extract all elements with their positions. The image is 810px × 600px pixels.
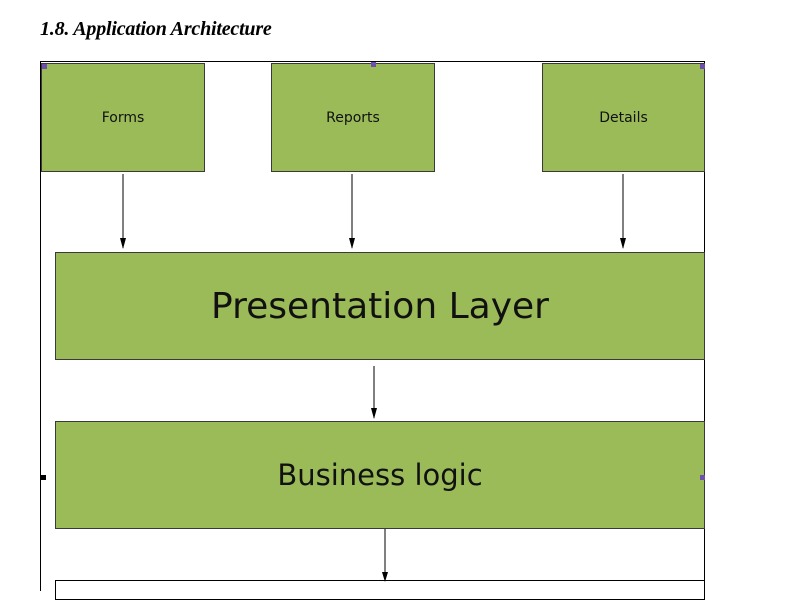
reports-label: Reports	[326, 109, 380, 126]
details-box[interactable]: Details	[542, 63, 705, 172]
arrowhead-presentation	[371, 408, 377, 419]
selection-handle-left-middle[interactable]	[41, 475, 46, 480]
selection-handle-right-middle[interactable]	[700, 475, 705, 480]
arrowhead-reports	[349, 238, 355, 249]
selection-handle-top-center[interactable]	[371, 62, 376, 67]
forms-label: Forms	[101, 109, 145, 126]
presentation-layer-box[interactable]: Presentation Layer	[55, 252, 705, 360]
business-logic-label: Business logic	[277, 458, 483, 492]
arrowhead-details	[620, 238, 626, 249]
selection-handle-top-right[interactable]	[700, 64, 705, 69]
arrowhead-business	[382, 572, 388, 582]
selection-handle-top-left[interactable]	[42, 64, 47, 69]
forms-box[interactable]: Forms	[41, 63, 205, 172]
connector-arrows	[120, 174, 626, 582]
reports-box[interactable]: Reports	[271, 63, 435, 172]
arrowhead-forms	[120, 238, 126, 249]
business-logic-box[interactable]: Business logic	[55, 421, 705, 529]
section-heading: 1.8. Application Architecture	[40, 18, 272, 40]
presentation-layer-label: Presentation Layer	[211, 285, 549, 327]
next-layer-box-partial[interactable]	[55, 580, 705, 600]
details-label: Details	[599, 109, 648, 126]
